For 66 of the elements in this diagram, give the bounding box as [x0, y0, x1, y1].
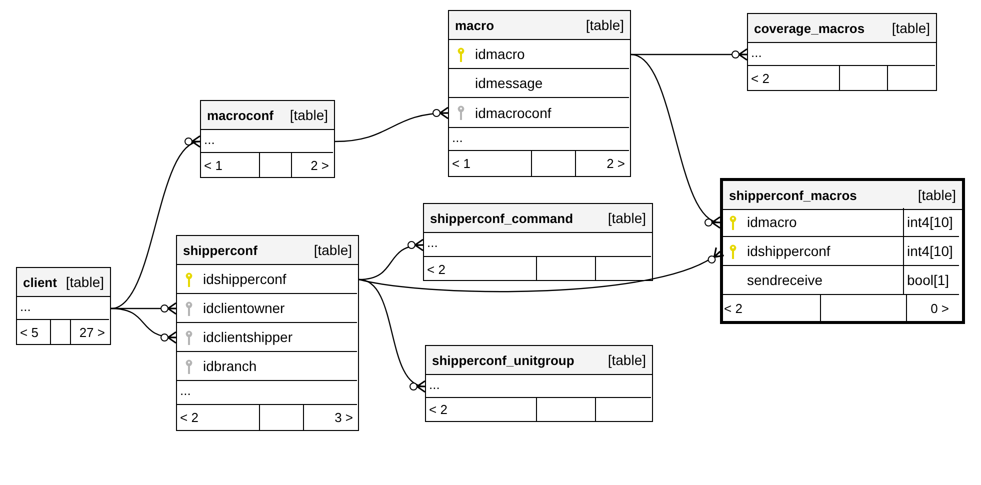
- row-count-cell-text: < 1: [451, 155, 472, 173]
- table-name: macro: [455, 18, 494, 32]
- column-type: bool[1]: [907, 272, 950, 288]
- table-card: [448, 10, 631, 177]
- table-card: [423, 203, 653, 281]
- column-type: int4[10]: [907, 214, 953, 230]
- row-count-cell: 27 >: [70, 320, 109, 344]
- row-count-cell-text: < 2: [723, 300, 744, 318]
- table-name: shipperconf: [183, 242, 258, 258]
- table-name: shipperconf_command: [430, 210, 574, 226]
- column-name: idclientowner: [203, 300, 285, 316]
- table-card: [425, 345, 653, 422]
- column-name: idshipperconf: [747, 243, 830, 259]
- column-type: int4[10]: [907, 243, 953, 259]
- column-row: [720, 237, 959, 266]
- table-type-label: [table]: [608, 352, 646, 368]
- table-type-label: [table]: [66, 274, 104, 290]
- ellipsis-text: ...: [204, 132, 215, 147]
- row-count-cell-text: < 2: [750, 70, 770, 88]
- ellipsis-text: ...: [180, 383, 191, 398]
- row-count-cell-text: < 5: [19, 324, 40, 342]
- column-name: idmacro: [747, 214, 797, 230]
- column-row: [720, 208, 959, 237]
- ellipsis-text: ...: [452, 130, 463, 145]
- table-name: client: [23, 274, 57, 290]
- table-name: coverage_macros: [754, 20, 865, 36]
- column-name: idshipperconf: [203, 271, 286, 287]
- table-card: [720, 178, 965, 324]
- column-name: sendreceive: [747, 272, 822, 288]
- table-card: [16, 267, 111, 345]
- ellipsis-text: ...: [20, 299, 31, 314]
- ellipsis-text: ...: [427, 235, 438, 250]
- relationship-line: [110, 135, 202, 310]
- row-count-cell-text: < 2: [428, 401, 448, 419]
- row-count-cell: 2 >: [291, 153, 333, 177]
- table-name: shipperconf_unitgroup: [432, 352, 574, 368]
- relationship-line: [358, 278, 428, 393]
- row-count-cell: 2 >: [575, 151, 629, 176]
- table-type-label: [table]: [314, 242, 352, 258]
- ellipsis-text: ...: [429, 377, 440, 392]
- table-name: shipperconf_macros: [729, 188, 857, 202]
- table-type-label: [table]: [892, 20, 930, 36]
- table-name: macroconf: [207, 108, 274, 122]
- column-name: idmessage: [475, 75, 543, 91]
- row-count-cell-text: < 1: [203, 156, 224, 174]
- relationship-line: [630, 54, 722, 229]
- row-count-cell: 0 >: [906, 295, 953, 321]
- relationship-line: [334, 106, 450, 142]
- column-row: [720, 266, 959, 295]
- column-name: idmacroconf: [475, 104, 552, 120]
- table-type-label: [table]: [918, 187, 956, 203]
- relationship-line: [110, 308, 178, 344]
- row-count-cell-text: < 2: [426, 260, 446, 278]
- column-name: idbranch: [203, 358, 257, 374]
- column-name: idclientshipper: [203, 329, 292, 345]
- ellipsis-text: ...: [751, 45, 762, 60]
- row-count-cell-text: < 2: [179, 409, 200, 427]
- table-type-label: [table]: [290, 107, 328, 123]
- table-card: [200, 100, 335, 178]
- table-type-label: [table]: [608, 210, 646, 226]
- table-type-label: [table]: [586, 17, 624, 33]
- table-card: [747, 13, 937, 91]
- table-card: [176, 235, 359, 431]
- column-name: idmacro: [475, 46, 525, 62]
- row-count-cell: 3 >: [303, 405, 357, 430]
- relationship-line: [358, 246, 724, 292]
